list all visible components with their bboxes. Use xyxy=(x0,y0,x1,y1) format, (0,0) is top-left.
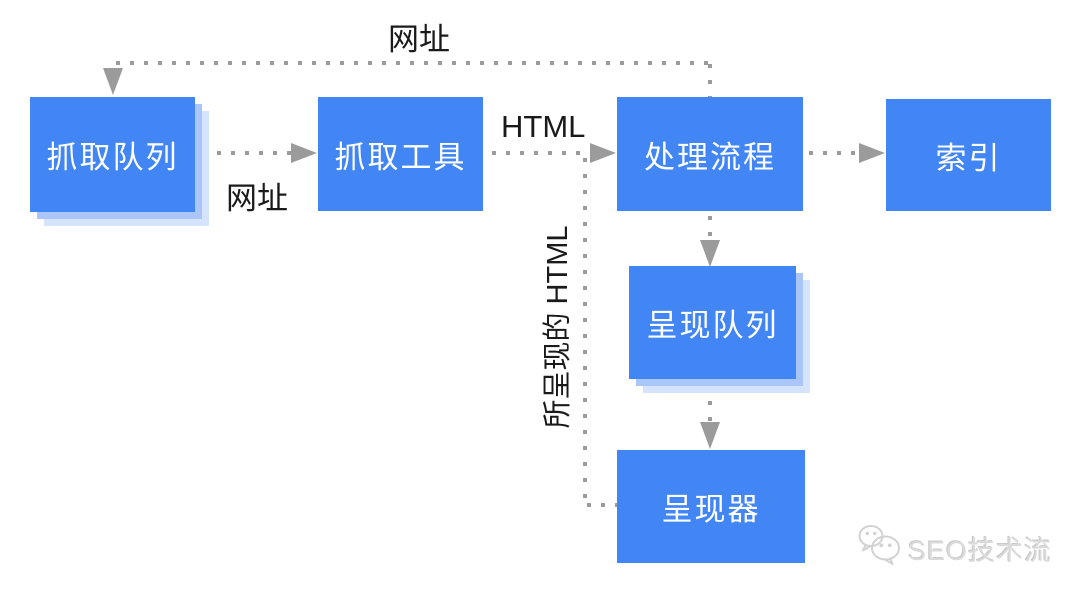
node-crawler: 抓取工具 xyxy=(318,97,483,211)
watermark: SEO技术流 xyxy=(856,521,1052,575)
arrowhead-right-into-crawler xyxy=(291,143,317,163)
node-index: 索引 xyxy=(886,99,1051,211)
node-renderer: 呈现器 xyxy=(617,450,805,563)
edge-label-url-queue-to-crawler: 网址 xyxy=(226,181,288,216)
node-index-label: 索引 xyxy=(935,140,1002,176)
edge-label-html: HTML xyxy=(501,109,586,144)
edge-renderer-feedback-vertical-line xyxy=(583,158,587,504)
node-render-queue: 呈现队列 xyxy=(629,266,796,379)
node-crawler-label: 抓取工具 xyxy=(334,139,467,175)
node-processing-label: 处理流程 xyxy=(644,139,776,175)
edge-processing-top-stub-line xyxy=(708,64,712,97)
node-render-queue-label: 呈现队列 xyxy=(646,308,779,343)
edge-crawlqueue-to-crawler-line xyxy=(203,151,291,155)
edge-crawler-to-processing-line xyxy=(492,151,586,155)
edge-processing-to-index-line xyxy=(809,151,855,155)
arrowhead-down-into-crawl-queue xyxy=(103,68,123,95)
node-crawl-queue: 抓取队列 xyxy=(30,97,195,212)
node-crawl-queue-label: 抓取队列 xyxy=(46,140,179,175)
edge-renderer-feedback-horizontal-line xyxy=(587,503,617,507)
node-processing: 处理流程 xyxy=(617,97,803,211)
edge-renderqueue-to-renderer-line xyxy=(708,385,712,423)
arrowhead-right-into-processing xyxy=(590,143,616,163)
watermark-text: SEO技术流 xyxy=(908,535,1053,566)
edge-label-url-top: 网址 xyxy=(388,22,450,57)
wechat-icon xyxy=(856,521,903,575)
edge-processing-to-crawlqueue-line xyxy=(116,61,712,65)
edge-label-rendered-html: 所呈现的 HTML xyxy=(542,225,574,429)
arrowhead-down-into-renderer xyxy=(700,422,720,449)
edge-processing-to-renderqueue-line xyxy=(708,216,712,242)
node-renderer-label: 呈现器 xyxy=(661,492,761,527)
arrowhead-down-into-render-queue xyxy=(700,240,720,267)
arrowhead-right-into-index xyxy=(859,143,885,163)
